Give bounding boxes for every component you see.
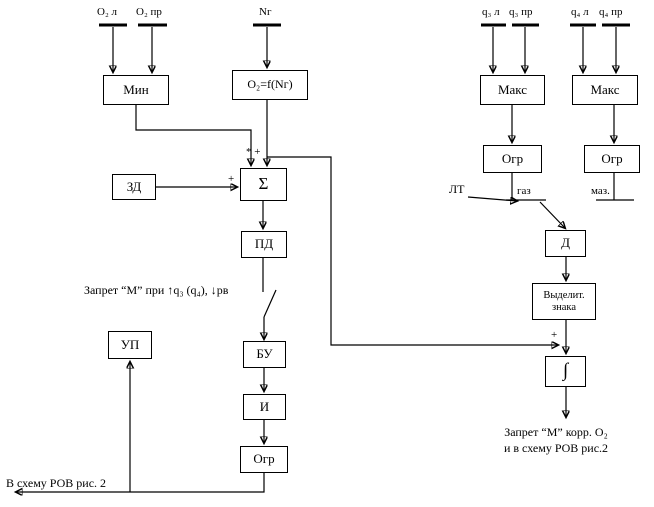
- inhibit-switch-arm: [263, 289, 277, 318]
- block-integrator: ∫: [545, 356, 586, 387]
- left-chain-wires: [16, 100, 277, 492]
- input-label-o2-l: О₂ л: [97, 6, 118, 18]
- zd-sign-mark: +: [228, 173, 235, 185]
- label-lt: ЛТ: [449, 182, 465, 196]
- block-min: Мин: [103, 75, 169, 105]
- fuel-switch-arm: [539, 201, 565, 228]
- block-sign-extractor: Выделит. знака: [532, 283, 596, 320]
- block-i: И: [243, 394, 286, 420]
- block-ogr-q4: Огр: [584, 145, 640, 173]
- label-inhibit-note: Запрет “М” при ↑q₃ (q₄), ↓pв: [84, 283, 229, 297]
- corrector-tap-wire: [267, 156, 558, 345]
- input-label-ng: Nг: [259, 6, 272, 18]
- input-label-o2-pr: О₂ пр: [136, 6, 162, 18]
- block-bu: БУ: [243, 341, 286, 368]
- input-label-q3-l: q₃ л: [482, 6, 500, 18]
- input-label-q4-pr: q₄ пр: [599, 6, 623, 18]
- input-label-q4-l: q₄ л: [571, 6, 589, 18]
- block-ogr-left: Огр: [240, 446, 288, 473]
- integrator-sign-mark: +: [551, 329, 558, 341]
- block-ogr-q3: Огр: [483, 145, 542, 173]
- sum-sign-marks: * +: [246, 146, 261, 158]
- label-gas: газ: [517, 185, 531, 197]
- label-output-note-line1: Запрет “М” корр. О₂: [504, 425, 608, 439]
- block-zd: ЗД: [112, 174, 156, 200]
- right-chain-wires: [467, 105, 634, 417]
- block-d: Д: [545, 230, 586, 257]
- block-max-q4: Макс: [572, 75, 638, 105]
- input-label-q3-pr: q₃ пр: [509, 6, 533, 18]
- lt-control-wire: [467, 196, 517, 201]
- label-mazut: маз.: [591, 185, 610, 197]
- block-summator: Σ: [240, 168, 287, 201]
- block-max-q3: Макс: [480, 75, 545, 105]
- sign-extractor-line2: знака: [551, 301, 577, 313]
- block-up: УП: [108, 331, 152, 359]
- block-pd: ПД: [241, 231, 287, 258]
- label-to-rov-left: В схему РОВ рис. 2: [6, 476, 107, 490]
- input-arrows: [113, 27, 616, 72]
- label-output-note-line2: и в схему РОВ рис.2: [503, 441, 609, 455]
- sign-extractor-line1: Выделит.: [543, 289, 585, 301]
- block-o2-function: О₂=f(Nг): [232, 70, 308, 100]
